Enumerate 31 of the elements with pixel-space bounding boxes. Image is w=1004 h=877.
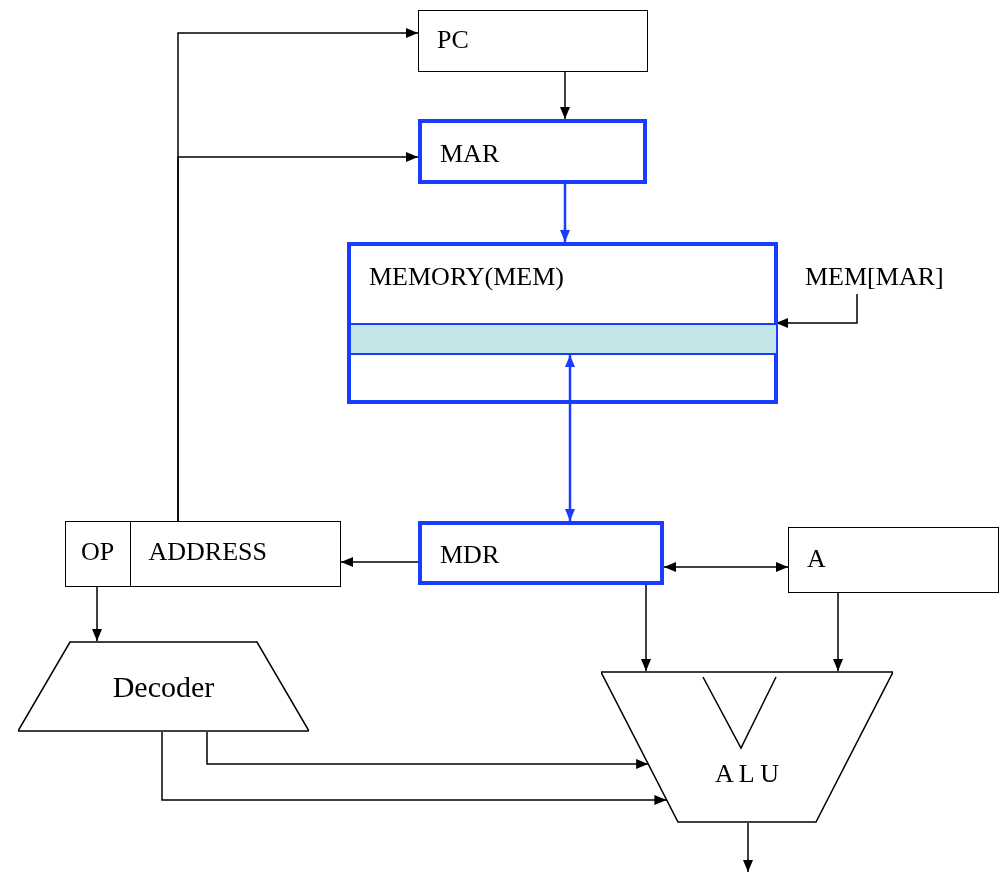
register-label: A [807, 544, 826, 574]
address-label: MEM[MAR] [805, 262, 944, 292]
arrow [340, 557, 419, 567]
register-box [788, 527, 999, 593]
register-box [418, 119, 647, 184]
alu-shape [601, 671, 893, 823]
register-box [418, 10, 648, 72]
unit-label: Decoder [111, 669, 216, 704]
field-label: ADDRESS [148, 536, 267, 567]
arrow [641, 584, 651, 672]
field-label: OP [79, 536, 116, 567]
arrow [743, 822, 753, 873]
double-arrow [565, 355, 575, 521]
register-label: MDR [440, 540, 500, 570]
decoder-shape [18, 641, 309, 732]
memory-cell [351, 323, 776, 355]
arrow [775, 293, 858, 328]
register-box [418, 521, 664, 585]
memory-label: MEMORY(MEM) [369, 262, 564, 292]
arrow [177, 152, 419, 522]
arrow [833, 592, 843, 672]
register-label: MAR [440, 138, 500, 169]
instruction-register-box [65, 521, 341, 587]
arrow [206, 731, 649, 769]
arrow [92, 586, 102, 642]
memory-box [347, 242, 778, 404]
arrow [560, 71, 570, 120]
register-label: PC [437, 25, 469, 55]
unit-label: A L U [713, 759, 780, 789]
arrow [560, 184, 570, 242]
double-arrow [663, 562, 789, 572]
